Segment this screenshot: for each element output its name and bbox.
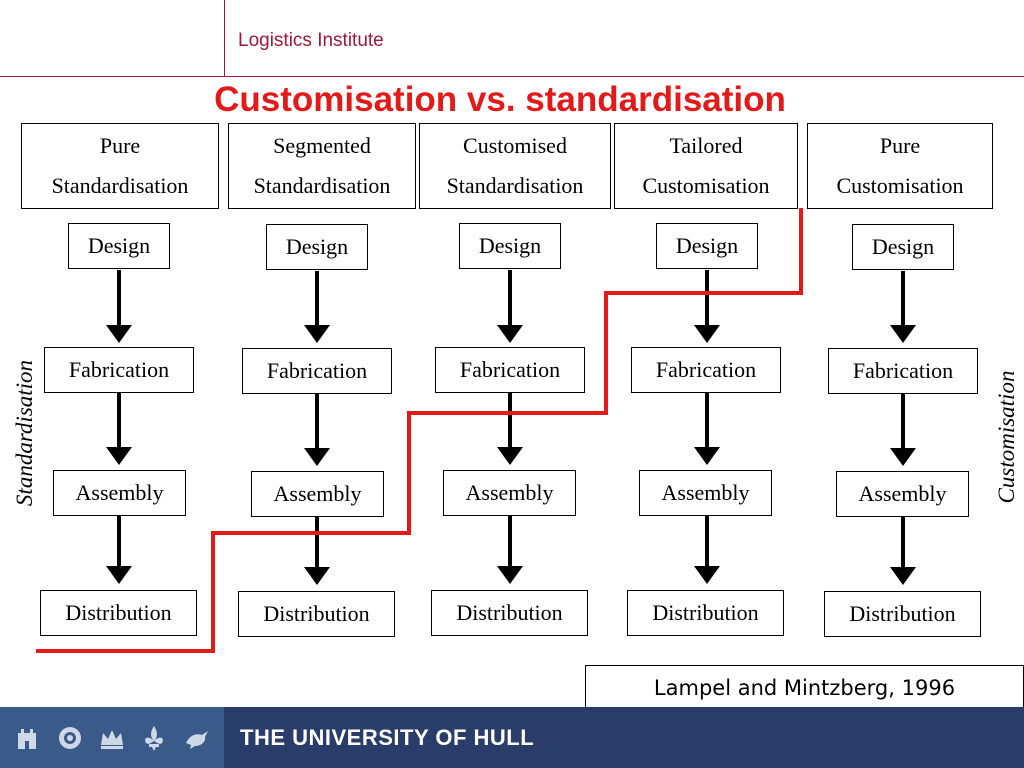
bird-icon bbox=[185, 730, 208, 749]
column-header-line2: Standardisation bbox=[253, 173, 391, 198]
institute-name: Logistics Institute bbox=[238, 30, 384, 51]
column-header-segmented-standardisation: Segmented Standardisation bbox=[228, 123, 416, 209]
tower-icon bbox=[18, 728, 37, 749]
step-design: Design bbox=[656, 223, 758, 269]
step-fabrication: Fabrication bbox=[44, 347, 194, 393]
step-fabrication: Fabrication bbox=[242, 348, 392, 394]
arrow-group-column-4 bbox=[694, 270, 720, 584]
citation-box: Lampel and Mintzberg, 1996 bbox=[585, 665, 1024, 710]
step-design: Design bbox=[266, 224, 368, 270]
column-header-line2: Customisation bbox=[836, 173, 964, 198]
header-divider-horizontal bbox=[0, 76, 1024, 77]
step-distribution: Distribution bbox=[238, 591, 395, 637]
fleur-de-lis-icon bbox=[145, 725, 164, 751]
column-header-line1: Customised bbox=[463, 133, 567, 158]
arrow-group-column-2 bbox=[304, 271, 330, 585]
column-header-line1: Pure bbox=[879, 133, 921, 158]
step-distribution: Distribution bbox=[824, 591, 981, 637]
step-assembly: Assembly bbox=[836, 471, 969, 517]
arrow-group-column-3 bbox=[497, 270, 523, 584]
footer-crests bbox=[0, 707, 224, 768]
step-fabrication: Fabrication bbox=[828, 348, 978, 394]
standardisation-customisation-divider bbox=[36, 208, 803, 653]
step-design: Design bbox=[68, 223, 170, 269]
page-title: Customisation vs. standardisation bbox=[214, 80, 786, 119]
header-divider-vertical bbox=[224, 0, 225, 76]
university-name: THE UNIVERSITY OF HULL bbox=[240, 725, 535, 750]
step-design: Design bbox=[852, 224, 954, 270]
side-label-standardisation: Standardisation bbox=[12, 359, 37, 507]
column-header-tailored-customisation: Tailored Customisation bbox=[614, 123, 798, 209]
footer-bar: THE UNIVERSITY OF HULL bbox=[0, 707, 1024, 768]
step-distribution: Distribution bbox=[40, 590, 197, 636]
step-assembly: Assembly bbox=[443, 470, 576, 516]
rose-icon bbox=[58, 726, 81, 749]
column-header-line1: Pure bbox=[99, 133, 141, 158]
column-header-line2: Customisation bbox=[642, 173, 770, 198]
step-assembly: Assembly bbox=[53, 470, 186, 516]
step-design: Design bbox=[459, 223, 561, 269]
step-distribution: Distribution bbox=[627, 590, 784, 636]
column-header-line1: Segmented bbox=[273, 133, 371, 158]
column-header-pure-standardisation: Pure Standardisation bbox=[21, 123, 219, 209]
step-fabrication: Fabrication bbox=[631, 347, 781, 393]
arrow-group-column-1 bbox=[106, 270, 132, 584]
column-header-line2: Standardisation bbox=[51, 173, 189, 198]
step-distribution: Distribution bbox=[431, 590, 588, 636]
step-assembly: Assembly bbox=[639, 470, 772, 516]
side-label-customisation: Customisation bbox=[994, 370, 1019, 504]
column-header-pure-customisation: Pure Customisation bbox=[807, 123, 993, 209]
step-assembly: Assembly bbox=[251, 471, 384, 517]
column-header-line2: Standardisation bbox=[446, 173, 584, 198]
step-fabrication: Fabrication bbox=[435, 347, 585, 393]
crown-icon bbox=[100, 729, 123, 749]
column-header-line1: Tailored bbox=[669, 133, 743, 158]
column-header-customised-standardisation: Customised Standardisation bbox=[419, 123, 611, 209]
arrow-group-column-5 bbox=[890, 271, 916, 585]
